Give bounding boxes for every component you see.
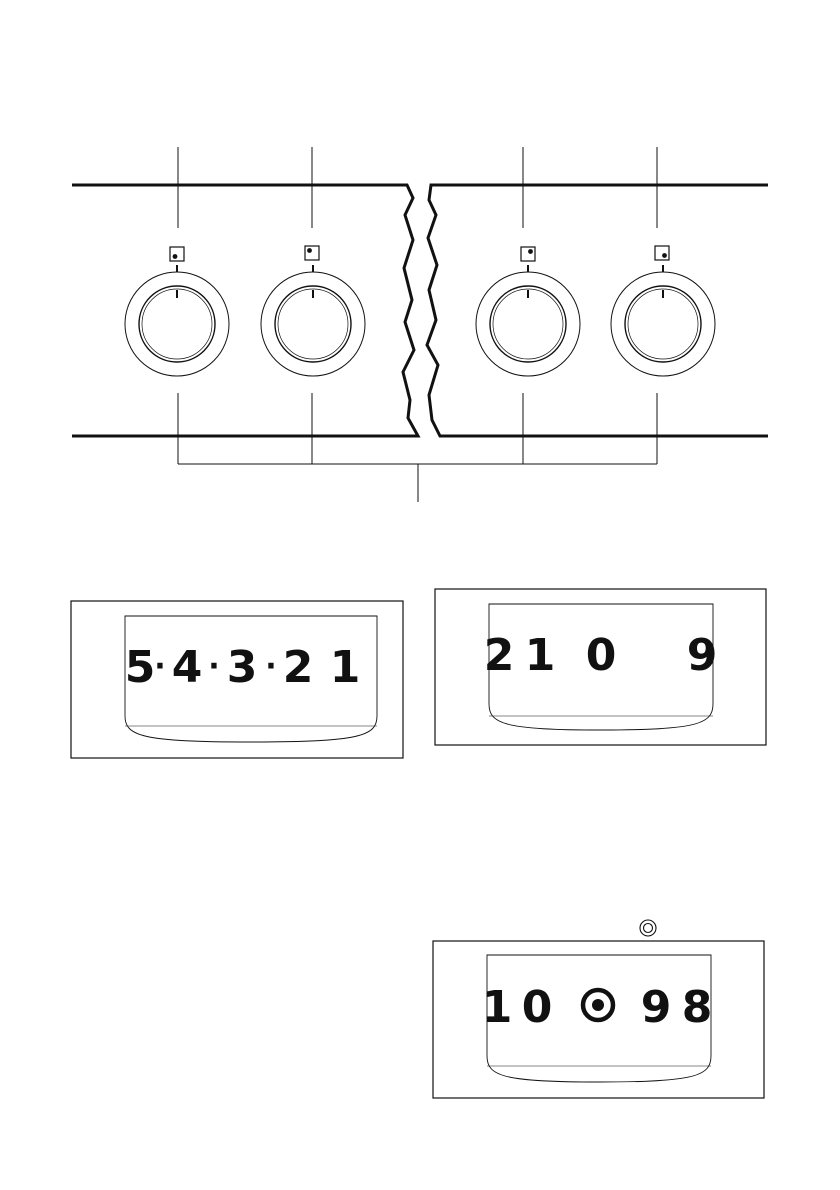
target-symbol-icon [640, 920, 656, 936]
scale-3-glyph: 1 [482, 982, 513, 1033]
scale-1-glyph: · [208, 649, 219, 684]
scale-2-glyph: 0 [586, 630, 617, 681]
scale-1-glyph: 2 [283, 642, 314, 693]
scale-window-2: 2 1 0 9 [435, 589, 766, 745]
scale-1-glyph: · [154, 649, 165, 684]
knob-3[interactable] [476, 265, 580, 376]
panel-outline [72, 185, 768, 436]
scale-3-glyph: 0 [522, 982, 553, 1033]
zone-indicator-1 [170, 247, 184, 261]
zone-indicator-3 [521, 247, 535, 261]
knob-leaders-top [178, 147, 657, 228]
scale-2-glyph: 2 [484, 630, 515, 681]
scale-3-glyph: 9 [641, 982, 672, 1033]
scale-window-1: 5 · 4 · 3 · 2 1 [71, 601, 403, 758]
scale-1-glyph: 1 [330, 642, 361, 693]
scale-1-glyph: 4 [172, 642, 203, 693]
zone-indicator-2 [305, 246, 319, 260]
scale-3-glyphs: 1 0 9 8 [482, 982, 713, 1033]
scale-2-glyph: 9 [687, 630, 718, 681]
scale-3-glyph: 8 [682, 982, 713, 1033]
knob-bracket [178, 393, 657, 502]
zone-indicator-4 [655, 246, 669, 260]
scale-1-glyph: 5 [125, 642, 156, 693]
scale-1-glyph: 3 [227, 642, 258, 693]
scale-1-glyph: · [265, 649, 276, 684]
knob-1[interactable] [125, 265, 229, 376]
knobs [125, 265, 715, 376]
scale-window-3: 1 0 9 8 [433, 941, 764, 1098]
zone-indicators [170, 246, 669, 261]
knob-2[interactable] [261, 265, 365, 376]
scale-2-glyph: 1 [525, 630, 556, 681]
scale-2-glyphs: 2 1 0 9 [484, 630, 718, 681]
target-symbol-large-icon [583, 990, 613, 1020]
scale-1-glyphs: 5 · 4 · 3 · 2 1 [125, 642, 361, 693]
knob-4[interactable] [611, 265, 715, 376]
